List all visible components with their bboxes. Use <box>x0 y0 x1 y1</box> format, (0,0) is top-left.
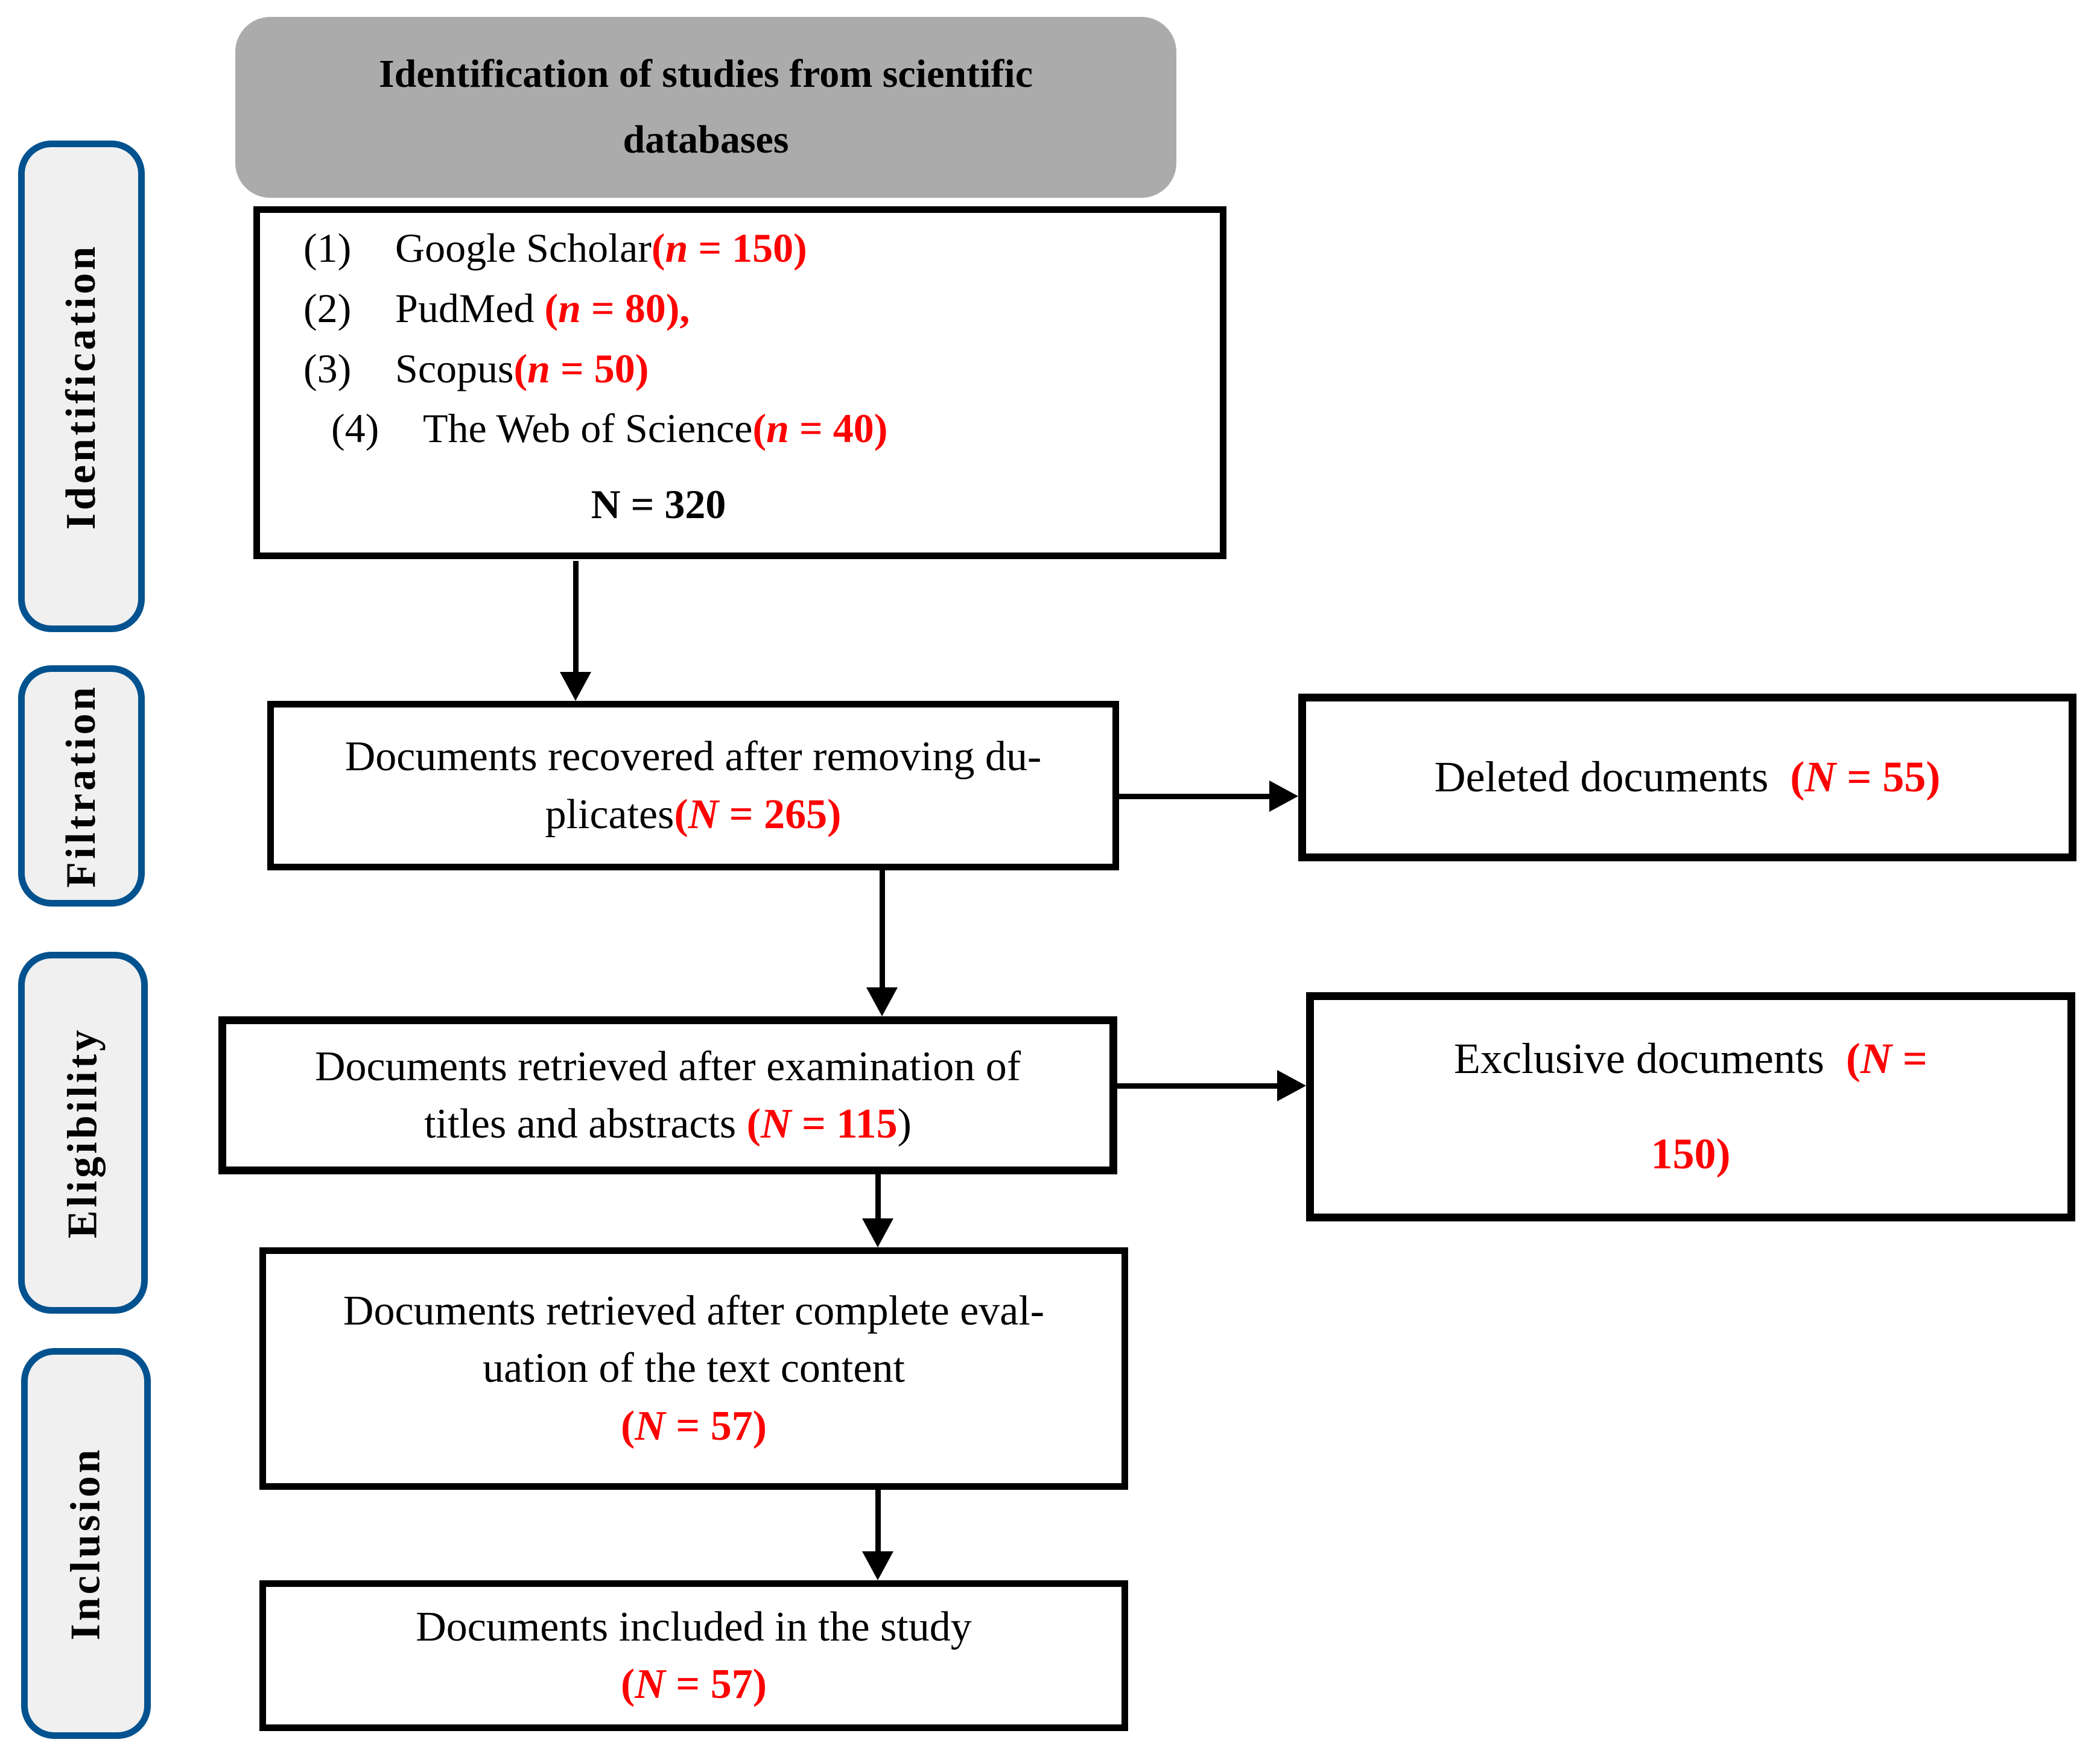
included-box: Documents included in the study (N = 57) <box>259 1580 1128 1731</box>
arrow-titles-to-fulltext-head <box>862 1218 893 1247</box>
database-item: (1) Google Scholar(n = 150) <box>260 218 1220 279</box>
stage-inclusion: Inclusion <box>21 1348 151 1739</box>
box-text-line: titles and abstracts (N = 115) <box>424 1095 912 1153</box>
item-count: (n = 40) <box>752 405 888 452</box>
box-text-line: Documents retrieved after complete eval- <box>343 1288 1045 1335</box>
arrow-duplicates-to-titles-head <box>866 987 898 1016</box>
text-black: Exclusive documents <box>1454 1034 1846 1083</box>
arrow-databases-to-duplicates-head <box>560 672 591 701</box>
box-text-line: plicates(N = 265) <box>545 786 842 843</box>
total-count: N = 320 <box>591 481 726 528</box>
header-title-line2: databases <box>623 118 789 162</box>
count-value: (N = <box>1845 1034 1927 1083</box>
count-value: (N = 55) <box>1790 753 1941 802</box>
stage-filtration: Filtration <box>18 665 145 907</box>
item-count: (n = 80), <box>544 285 690 331</box>
count-value: (N = 115 <box>746 1101 898 1147</box>
arrow-duplicates-to-deleted-head <box>1269 780 1298 812</box>
stage-label: Inclusion <box>62 1446 109 1641</box>
stage-eligibility: Eligibility <box>18 952 148 1314</box>
titles-abstracts-box: Documents retrieved after examination of… <box>218 1016 1117 1174</box>
item-name: Google Scholar <box>395 224 652 271</box>
databases-box: (1) Google Scholar(n = 150) (2) PudMed (n … <box>253 206 1226 559</box>
box-text-line: uation of the text content <box>483 1345 905 1392</box>
count-value: (N = 57) <box>620 1402 767 1449</box>
item-number: (3) <box>303 345 352 391</box>
text-black: Deleted documents <box>1434 753 1791 802</box>
exclusive-docs-box: Exclusive documents (N = 150) <box>1306 992 2075 1221</box>
item-name: The Web of Science <box>423 405 753 452</box>
count-value: 150) <box>1651 1130 1731 1178</box>
item-name: Scopus <box>395 345 514 391</box>
fulltext-eval-box: Documents retrieved after complete eval-… <box>259 1247 1128 1490</box>
count-value: (N = 265) <box>674 791 842 838</box>
database-item: (2) PudMed (n = 80), <box>260 279 1220 339</box>
count-value: (N = 57) <box>620 1661 767 1708</box>
stage-label: Eligibility <box>59 1027 106 1239</box>
item-count: (n = 150) <box>651 224 807 271</box>
box-text-line: Documents recovered after removing du- <box>344 733 1042 780</box>
text-black: titles and abstracts <box>424 1101 747 1147</box>
closing-paren: ) <box>897 1101 912 1147</box>
duplicates-box: Documents recovered after removing du- p… <box>267 701 1119 870</box>
item-name: PudMed <box>395 285 545 331</box>
stage-label: Identification <box>58 243 105 530</box>
box-text-line: Documents included in the study <box>416 1603 972 1650</box>
deleted-docs-box: Deleted documents (N = 55) <box>1298 694 2076 861</box>
box-text-line: 150) <box>1651 1125 1731 1184</box>
arrow-titles-to-fulltext-line <box>875 1174 881 1220</box>
arrow-databases-to-duplicates-line <box>573 561 579 673</box>
item-count: (n = 50) <box>513 345 649 391</box>
item-number: (2) <box>303 285 352 331</box>
database-item: (3) Scopus(n = 50) <box>260 339 1220 399</box>
item-number: (1) <box>303 224 352 271</box>
database-item: (4) The Web of Science(n = 40) <box>260 399 1220 459</box>
header-title-line1: Identification of studies from scientifi… <box>378 52 1033 97</box>
arrow-titles-to-exclusive-line <box>1117 1083 1278 1089</box>
header-box: Identification of studies from scientifi… <box>235 17 1176 198</box>
arrow-duplicates-to-deleted-line <box>1119 794 1270 799</box>
box-text-line: (N = 57) <box>621 1656 767 1713</box>
arrow-titles-to-exclusive-head <box>1277 1070 1306 1101</box>
box-text-line: Exclusive documents (N = <box>1454 1030 1927 1089</box>
stage-identification: Identification <box>18 141 145 632</box>
box-text-line: (N = 57) <box>621 1398 767 1455</box>
box-text-line: Deleted documents (N = 55) <box>1435 748 1941 807</box>
box-text-line: Documents retrieved after examination of <box>314 1043 1021 1090</box>
arrow-fulltext-to-included-line <box>875 1490 881 1553</box>
text-black: plicates <box>545 791 674 838</box>
stage-label: Filtration <box>58 684 105 888</box>
arrow-duplicates-to-titles-line <box>880 870 885 989</box>
item-number: (4) <box>331 405 379 452</box>
arrow-fulltext-to-included-head <box>862 1551 893 1580</box>
